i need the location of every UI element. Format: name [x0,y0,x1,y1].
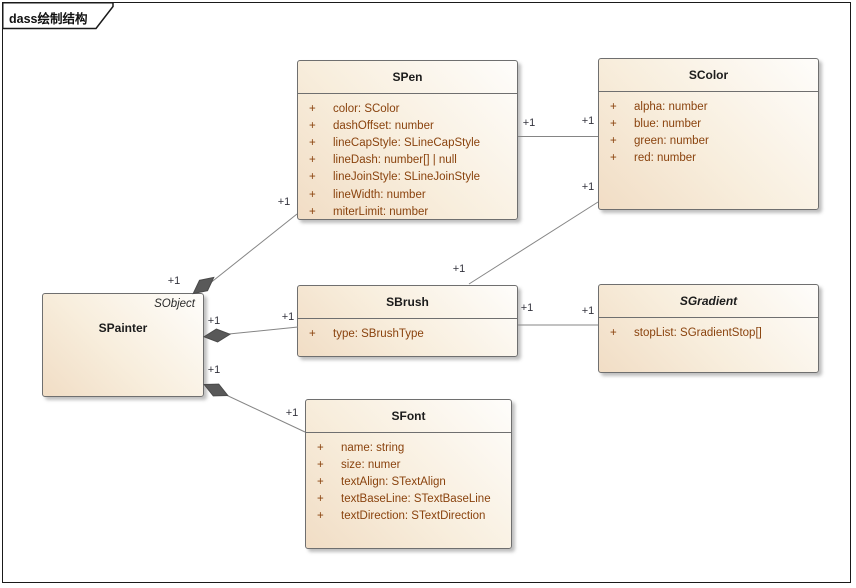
visibility-marker: + [317,458,324,471]
class-scolor[interactable]: SColor + alpha: number + blue: number + green… [598,58,819,210]
frame-tab-shape [2,2,114,30]
attribute-text: stopList: SGradientStop[] [634,326,762,339]
attribute-row[interactable]: + red: number [599,150,818,167]
attribute-text: lineDash: number[] | null [333,154,457,167]
attributes-compartment: + color: SColor + dashOffset: number + lineCa… [298,94,517,220]
attribute-row[interactable]: + stopList: SGradientStop[] [599,324,818,341]
attributes-compartment: + type: SBrushType [298,319,517,342]
frame-title-tab [2,2,114,30]
multiplicity-label: +1 [581,305,595,317]
attributes-compartment: + name: string + size: numer + textAlign: STe… [306,433,511,525]
visibility-marker: + [309,119,316,132]
attributes-compartment: + stopList: SGradientStop[] [599,318,818,341]
attribute-text: size: numer [341,458,401,471]
attribute-text: dashOffset: number [333,119,434,132]
attribute-row[interactable]: + textAlign: STextAlign [306,473,511,490]
class-name: SBrush [298,286,517,319]
attribute-row[interactable]: + lineDash: number[] | null [298,152,517,169]
class-spen[interactable]: SPen + color: SColor + dashOffset: number + l… [297,60,518,220]
multiplicity-label: +1 [581,115,595,127]
attribute-row[interactable]: + green: number [599,132,818,149]
attribute-row[interactable]: + textBaseLine: STextBaseLine [306,491,511,508]
attribute-text: lineJoinStyle: SLineJoinStyle [333,171,481,184]
visibility-marker: + [317,493,324,506]
attribute-row[interactable]: + textDirection: STextDirection [306,508,511,525]
visibility-marker: + [610,100,617,113]
class-spainter[interactable]: SObject SPainter [42,293,204,397]
visibility-marker: + [317,475,324,488]
multiplicity-label: +1 [285,407,299,419]
attribute-text: lineWidth: number [333,188,426,201]
multiplicity-label: +1 [207,315,221,327]
attribute-row[interactable]: + blue: number [599,115,818,132]
attribute-text: blue: number [634,117,702,130]
class-name: SColor [599,59,818,92]
attribute-row[interactable]: + name: string [306,439,511,456]
multiplicity-label: +1 [207,364,221,376]
class-name: SPainter [98,321,148,335]
visibility-marker: + [309,188,316,201]
visibility-marker: + [309,171,316,184]
attribute-row[interactable]: + size: numer [306,456,511,473]
visibility-marker: + [317,441,324,454]
visibility-marker: + [309,102,316,115]
attribute-row[interactable]: + lineWidth: number [298,186,517,203]
multiplicity-label: +1 [167,275,181,287]
attribute-row[interactable]: + color: SColor [298,100,517,117]
class-name: SGradient [599,285,818,318]
multiplicity-label: +1 [452,263,466,275]
frame-title: dass绘制结构 [9,12,88,26]
visibility-marker: + [309,205,316,218]
visibility-marker: + [610,152,617,165]
attribute-text: alpha: number [634,100,708,113]
attribute-row[interactable]: + lineCapStyle: SLineCapStyle [298,134,517,151]
multiplicity-label: +1 [522,117,536,129]
class-sfont[interactable]: SFont + name: string + size: numer + textAlig… [305,399,512,549]
visibility-marker: + [610,117,617,130]
attributes-compartment: + alpha: number + blue: number + green: numbe… [599,92,818,167]
attribute-row[interactable]: + type: SBrushType [298,325,517,342]
visibility-marker: + [309,154,316,167]
attribute-text: green: number [634,134,709,147]
visibility-marker: + [610,326,617,339]
multiplicity-label: +1 [520,302,534,314]
class-sbrush[interactable]: SBrush + type: SBrushType [297,285,518,357]
attribute-text: color: SColor [333,102,400,115]
attribute-text: name: string [341,441,405,454]
attribute-text: miterLimit: number [333,205,429,218]
multiplicity-label: +1 [281,311,295,323]
attribute-text: textDirection: STextDirection [341,510,486,523]
class-annotation: SObject [154,298,195,310]
visibility-marker: + [309,136,316,149]
class-sgradient[interactable]: SGradient + stopList: SGradientStop[] [598,284,819,373]
multiplicity-label: +1 [581,181,595,193]
attribute-row[interactable]: + dashOffset: number [298,117,517,134]
attribute-row[interactable]: + alpha: number [599,98,818,115]
attribute-text: red: number [634,152,697,165]
visibility-marker: + [309,327,316,340]
attribute-row[interactable]: + miterLimit: number [298,203,517,220]
attribute-text: type: SBrushType [333,327,424,340]
attribute-text: lineCapStyle: SLineCapStyle [333,136,481,149]
visibility-marker: + [317,510,324,523]
multiplicity-label: +1 [277,196,291,208]
class-name: SFont [306,400,511,433]
attribute-text: textAlign: STextAlign [341,475,446,488]
class-name: SPen [298,61,517,94]
attribute-row[interactable]: + lineJoinStyle: SLineJoinStyle [298,169,517,186]
attribute-text: textBaseLine: STextBaseLine [341,493,491,506]
visibility-marker: + [610,134,617,147]
